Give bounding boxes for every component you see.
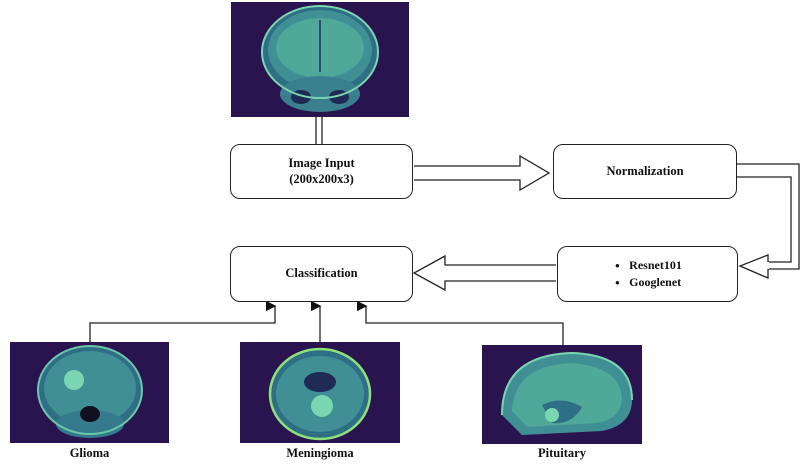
input-to-normalization-arrow — [414, 154, 551, 192]
models-box: Resnet101 Googlenet — [557, 246, 738, 302]
image-input-title: Image Input — [288, 155, 355, 170]
classification-label: Classification — [285, 266, 358, 281]
mri-glioma-image — [10, 342, 169, 443]
models-input-arrowhead — [738, 254, 769, 279]
normalization-to-models-connector — [737, 163, 800, 270]
glioma-connector — [89, 300, 277, 342]
pituitary-label: Pituitary — [538, 446, 586, 460]
mri-pituitary-image — [482, 345, 642, 444]
classification-box: Classification — [230, 246, 413, 302]
normalization-box: Normalization — [553, 144, 737, 199]
model-item-resnet101: Resnet101 — [613, 257, 682, 274]
mri-coronal-input-image — [231, 2, 409, 117]
mri-meningioma-image — [240, 342, 400, 443]
model-item-googlenet: Googlenet — [613, 274, 682, 291]
pituitary-connector — [356, 300, 564, 345]
normalization-label: Normalization — [606, 163, 684, 178]
model-list: Resnet101 Googlenet — [613, 257, 682, 291]
image-input-size: (200x200x3) — [289, 171, 354, 186]
meningioma-label: Meningioma — [286, 446, 354, 460]
models-to-classification-arrow — [412, 254, 556, 292]
glioma-label: Glioma — [69, 446, 110, 460]
image-input-box: Image Input (200x200x3) — [230, 144, 413, 199]
